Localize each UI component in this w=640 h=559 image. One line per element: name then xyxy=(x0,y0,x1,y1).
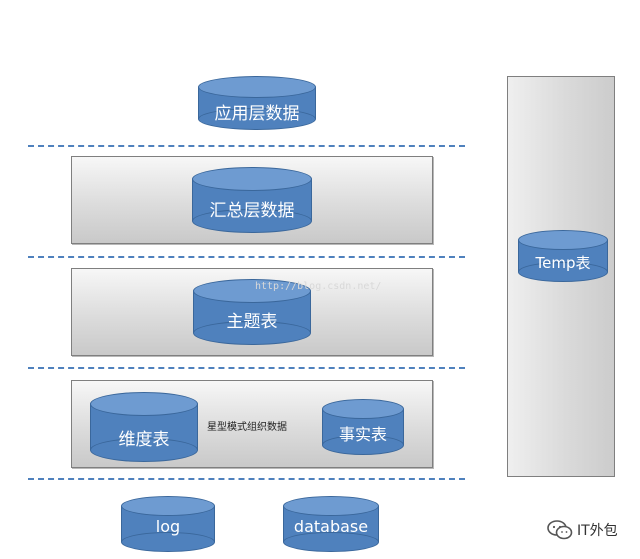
application-data-label: 应用层数据 xyxy=(214,104,300,124)
database-cylinder: database xyxy=(283,496,379,552)
summary-data-cylinder: 汇总层数据 xyxy=(192,167,312,233)
star-schema-label: 星型模式组织数据 xyxy=(207,422,287,433)
application-data-cylinder: 应用层数据 xyxy=(198,76,316,130)
subject-table-cylinder: 主题表 xyxy=(193,279,311,345)
subject-table-label: 主题表 xyxy=(226,312,278,332)
separator-line xyxy=(28,145,465,147)
database-label: database xyxy=(293,517,369,536)
separator-line xyxy=(28,367,465,369)
dimension-table-cylinder: 维度表 xyxy=(90,392,198,462)
summary-data-label: 汇总层数据 xyxy=(209,201,295,221)
watermark-text: http://blog.csdn.net/ xyxy=(255,281,382,292)
temp-table-cylinder: Temp表 xyxy=(518,230,608,282)
wechat-icon xyxy=(547,520,573,540)
fact-table-cylinder: 事实表 xyxy=(322,399,404,455)
brand-name: IT外包 xyxy=(577,523,618,539)
fact-table-label: 事实表 xyxy=(338,425,387,444)
dimension-table-label: 维度表 xyxy=(118,430,170,450)
separator-line xyxy=(28,256,465,258)
log-label: log xyxy=(155,517,181,536)
brand-logo: IT外包 xyxy=(547,519,618,541)
log-cylinder: log xyxy=(121,496,215,552)
separator-line xyxy=(28,478,465,480)
temp-table-label: Temp表 xyxy=(535,254,591,272)
